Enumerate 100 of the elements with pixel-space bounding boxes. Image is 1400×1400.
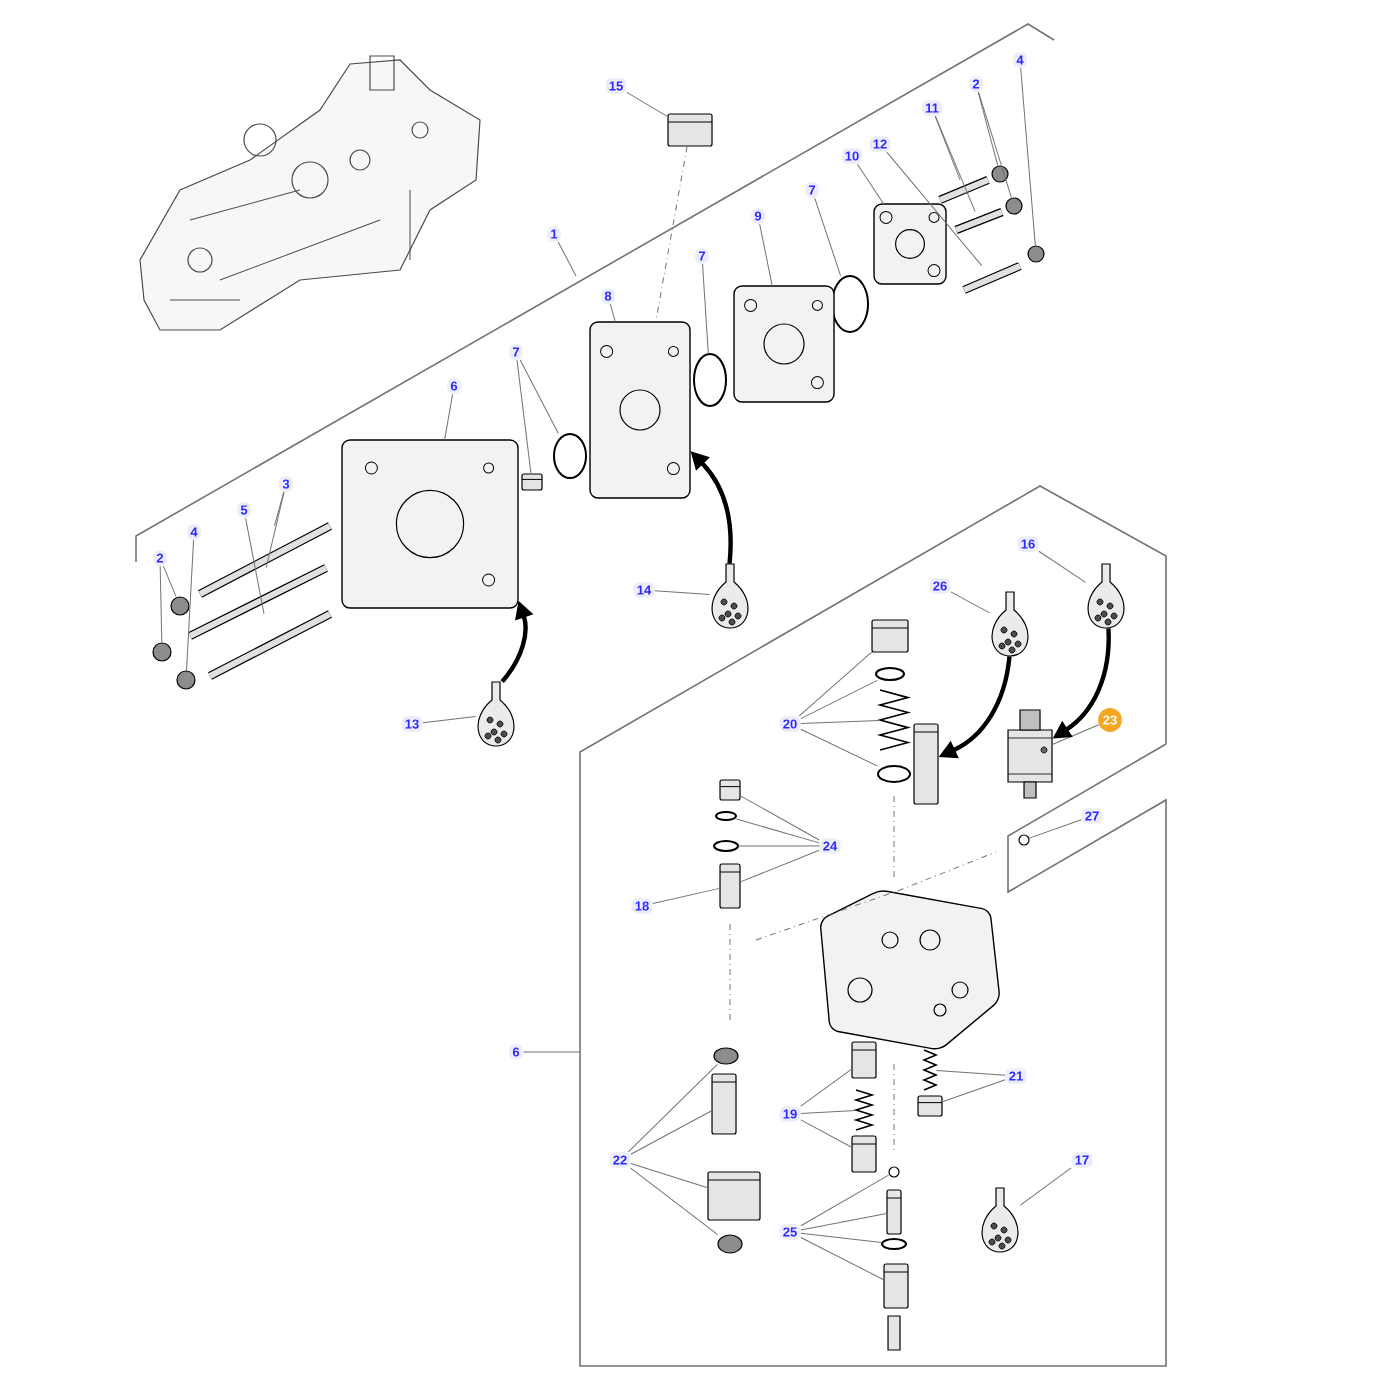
spring — [876, 689, 912, 751]
o-ring — [713, 840, 739, 852]
sleeve — [913, 723, 939, 805]
solenoid — [1007, 709, 1053, 799]
o-ring — [881, 1238, 907, 1250]
leader-line — [630, 1162, 709, 1189]
valve-section — [341, 439, 519, 609]
housing — [733, 285, 835, 403]
valve-section — [589, 321, 691, 499]
leader-line — [800, 1068, 853, 1107]
leader-line — [652, 887, 721, 905]
leader-line — [800, 1109, 857, 1114]
leader-line — [977, 91, 999, 167]
leader-line — [557, 241, 577, 277]
sleeve — [886, 1189, 902, 1235]
sleeve — [851, 1135, 877, 1173]
seal-kit-bag — [477, 681, 515, 747]
seal-kit-bag — [981, 1187, 1019, 1253]
plug — [521, 473, 543, 491]
leader-line — [516, 359, 532, 475]
leader-line — [422, 715, 477, 724]
sleeve — [851, 1041, 877, 1079]
o-ring — [693, 353, 727, 407]
leader-line — [162, 565, 177, 598]
leader-line — [265, 491, 285, 569]
leader-line — [934, 115, 976, 213]
leader-line — [627, 1063, 718, 1153]
leader-line — [978, 91, 1012, 199]
leader-line — [856, 163, 884, 205]
leader-line — [654, 590, 711, 596]
cap — [667, 113, 713, 147]
leader-line — [800, 679, 878, 720]
seal-kit-bag — [991, 591, 1029, 657]
sleeve — [711, 1073, 737, 1135]
leader-line — [626, 91, 669, 118]
cap — [917, 1095, 943, 1117]
leader-line — [630, 1110, 713, 1155]
leader-line — [759, 223, 773, 287]
plug — [719, 779, 741, 801]
spring — [921, 1049, 939, 1091]
leader-line — [1051, 724, 1100, 745]
leader-line — [274, 491, 285, 527]
leader-line — [444, 393, 454, 441]
leader-line — [934, 115, 961, 181]
leader-line — [609, 303, 616, 323]
leader-line — [800, 1119, 853, 1148]
leader-line — [159, 565, 163, 644]
nut — [176, 670, 196, 690]
leader-line — [800, 1212, 888, 1231]
fitting — [707, 1171, 761, 1221]
leader-line — [735, 818, 820, 844]
stud — [954, 208, 1004, 234]
leader-line — [800, 1237, 885, 1281]
nut — [991, 165, 1009, 183]
leader-line — [1019, 1167, 1072, 1206]
o-ring — [877, 765, 911, 783]
leader-line — [1028, 819, 1082, 839]
leader-line — [522, 1051, 581, 1053]
leader-line — [702, 263, 709, 355]
o-ring — [553, 433, 587, 479]
leader-line — [800, 1174, 890, 1227]
leader-line — [739, 795, 820, 841]
nut — [717, 1234, 743, 1254]
sleeve — [883, 1263, 909, 1309]
seal-kit-bag — [711, 563, 749, 629]
flange — [873, 203, 947, 285]
o-ring — [831, 275, 869, 333]
nut — [1027, 245, 1045, 263]
nut — [1005, 197, 1023, 215]
leader-line — [798, 651, 873, 717]
nut — [170, 596, 190, 616]
leader-line — [1020, 67, 1036, 247]
centre-line — [655, 145, 688, 323]
o-ring — [715, 811, 737, 821]
leader-line — [935, 1069, 1006, 1076]
leader-line — [800, 720, 881, 725]
cap — [871, 619, 909, 653]
leader-line — [630, 1167, 719, 1236]
o-ring — [875, 667, 905, 681]
leader-line — [886, 151, 983, 267]
stud — [208, 610, 332, 680]
stud — [188, 564, 328, 640]
leader-line — [941, 1079, 1006, 1103]
nut — [713, 1047, 739, 1065]
stud — [962, 262, 1022, 294]
leader-line — [245, 517, 265, 615]
bolt — [719, 863, 741, 909]
stud — [938, 176, 990, 204]
seal-kit-bag — [1087, 563, 1125, 629]
leader-line — [519, 359, 559, 435]
stud — [198, 522, 332, 598]
nut — [152, 642, 172, 662]
leader-line — [950, 591, 991, 614]
leader-line — [186, 539, 195, 672]
leader-line — [814, 197, 842, 277]
leader-line — [739, 849, 820, 883]
spring — [853, 1089, 875, 1131]
leader-line — [737, 845, 820, 847]
leader-line — [800, 1232, 883, 1244]
leader-line — [1038, 550, 1087, 583]
